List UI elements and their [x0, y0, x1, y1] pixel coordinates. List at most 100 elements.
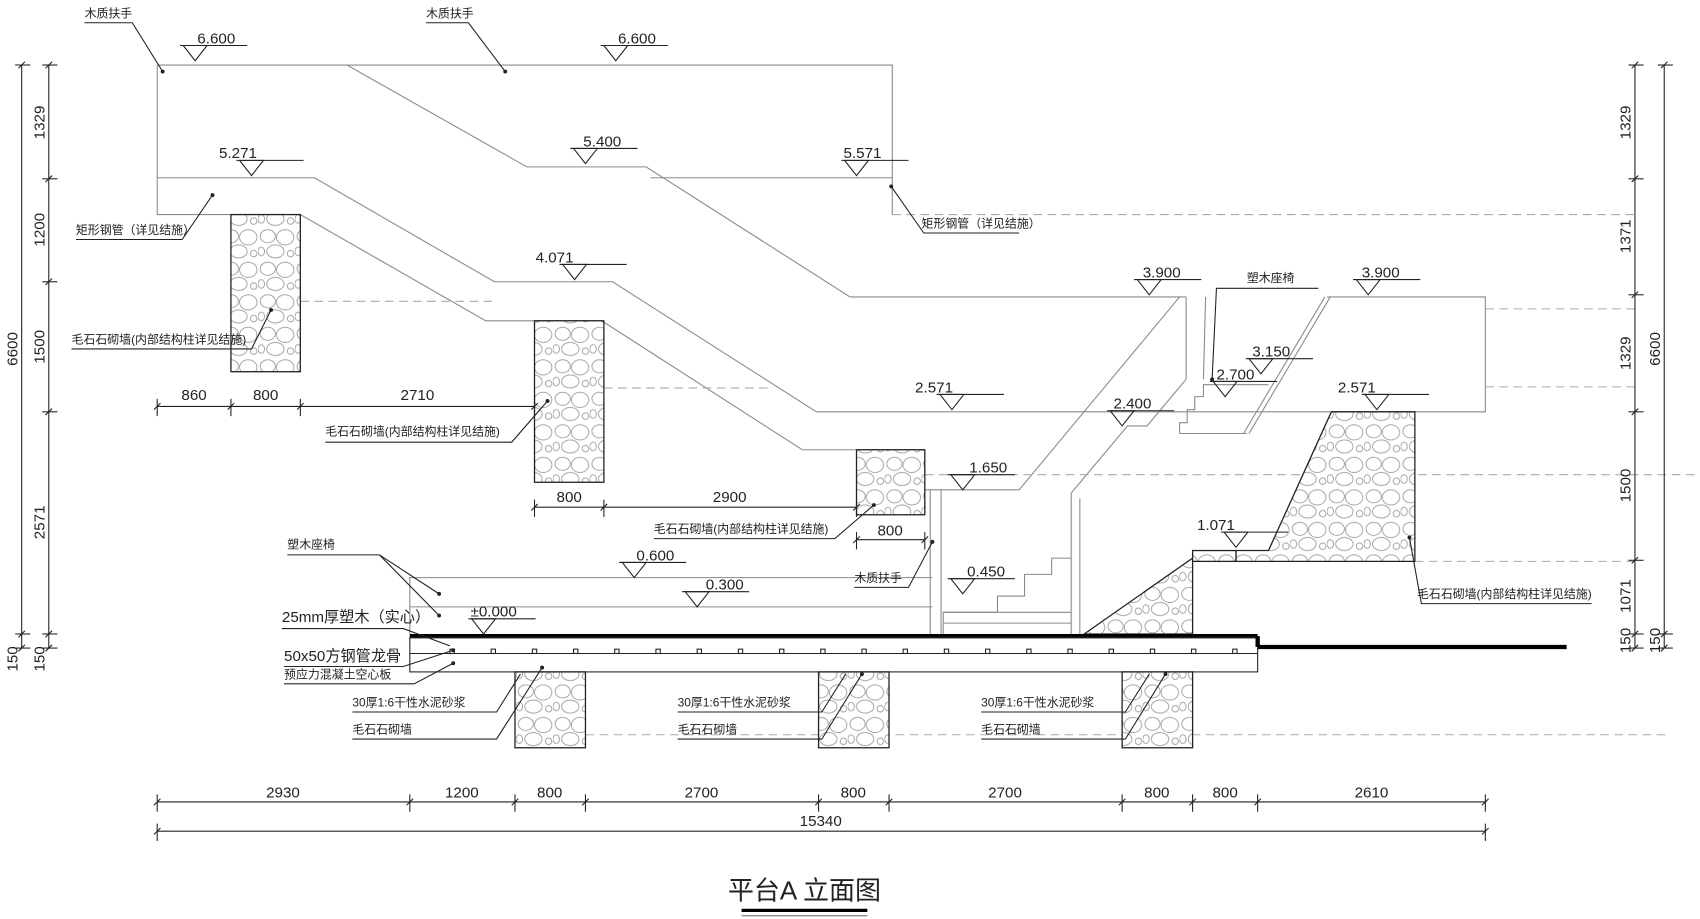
dim-tick — [1631, 175, 1639, 183]
elevation-triangle-icon — [182, 44, 209, 62]
elevation-triangle-icon — [1222, 531, 1250, 549]
dim-tick — [885, 798, 893, 806]
dim-tick — [921, 536, 929, 544]
joist-section — [655, 648, 661, 655]
dim-tick — [1118, 798, 1126, 806]
note-rubble-wall: 毛石石砌墙(内部结构柱详见结施) — [325, 425, 500, 439]
stone-pillar — [855, 449, 926, 516]
dim-tick — [45, 278, 53, 286]
dim-total-label: 6600 — [1647, 332, 1664, 366]
joist-section — [984, 648, 991, 655]
elevation-triangle-icon — [949, 578, 976, 595]
dim-label: 2930 — [266, 785, 300, 802]
elevation-triangle-icon — [843, 159, 870, 177]
dim-tick — [1631, 408, 1639, 416]
dim-tick — [45, 61, 53, 69]
elevation-label: 3.900 — [1143, 264, 1181, 281]
rubble-stone-walls — [230, 213, 1416, 749]
elevation-label: 3.150 — [1252, 344, 1290, 361]
drawing-title: 平台A 立面图 — [728, 875, 881, 917]
dim-label: 1200 — [31, 213, 48, 247]
joist-section — [902, 648, 909, 655]
note-steel-joist: 50x50方钢管龙骨 — [284, 648, 401, 665]
dim-label: 1329 — [1618, 336, 1635, 370]
dim-label: 2710 — [401, 387, 435, 404]
elevation-mark: 6.600 — [179, 30, 248, 62]
note-rubble-wall: 毛石石砌墙 — [352, 723, 412, 737]
elevation-mark: 5.571 — [841, 145, 909, 177]
dim-label: 800 — [253, 387, 278, 404]
elevation-triangle-icon — [1136, 279, 1163, 296]
dim-tick — [45, 630, 53, 638]
stone-footing — [1121, 671, 1194, 749]
dim-tick — [852, 503, 861, 511]
stone-slope-wall — [1082, 556, 1194, 635]
dim-label: 1500 — [31, 330, 48, 364]
note-wood-handrail: 木质扶手 — [85, 6, 133, 20]
joist-section — [1026, 648, 1032, 655]
annotations: 木质扶手 木质扶手 矩形钢管（详见结施） 矩形钢管（详见结施） 毛石石砌墙(内部… — [72, 6, 1592, 740]
dim-label: 150 — [1618, 628, 1635, 653]
dim-label: 800 — [1144, 785, 1169, 802]
note-rubble-wall: 毛石石砌墙(内部结构柱详见结施) — [72, 333, 247, 347]
dim-label: 2610 — [1355, 785, 1389, 802]
dim-label: 150 — [31, 646, 48, 671]
elevation-label: 6.600 — [618, 30, 656, 47]
elevation-mark: 6.600 — [600, 30, 668, 62]
dim-label: 2700 — [988, 785, 1022, 802]
note-wpc-bench: 塑木座椅 — [1247, 271, 1295, 285]
dim-tick — [1660, 644, 1668, 652]
elevation-label: 3.900 — [1362, 264, 1400, 281]
stone-cap — [1191, 549, 1237, 563]
dim-tick — [153, 402, 161, 411]
joist-section — [1067, 648, 1073, 655]
stairs — [942, 384, 1269, 634]
elevation-triangle-icon — [938, 393, 965, 411]
elevation-triangle-icon — [621, 561, 648, 579]
elevation-triangle-icon — [238, 159, 265, 177]
note-wpc-25mm: 25mm厚塑木（实心） — [282, 609, 430, 626]
elevation-label: 1.071 — [1197, 517, 1235, 534]
dim-label: 800 — [841, 785, 866, 802]
dim-tick — [296, 402, 304, 411]
dim-tick — [852, 536, 861, 544]
note-mortar: 30厚1:6干性水泥砂浆 — [981, 696, 1094, 710]
dim-label: 2571 — [31, 506, 48, 540]
elevation-triangle-icon — [684, 591, 711, 608]
joist-section — [820, 648, 826, 655]
elevation-mark: 3.900 — [1134, 264, 1202, 296]
title-text: 平台A 立面图 — [728, 875, 881, 905]
left-dimensions: 1329 1200 1500 2571 150 150 6600 — [4, 61, 58, 672]
note-rubble-wall: 毛石石砌墙(内部结构柱详见结施) — [654, 522, 829, 536]
joist-section — [861, 648, 867, 655]
elevation-triangle-icon — [572, 147, 599, 165]
elevation-mark: 5.400 — [570, 133, 638, 165]
dim-tick — [45, 175, 53, 183]
elevation-label: 2.400 — [1113, 396, 1151, 413]
elevation-mark: 4.071 — [536, 249, 627, 281]
dim-tick — [1631, 630, 1639, 638]
joist-section — [737, 648, 744, 655]
dim-label: 150 — [1647, 628, 1664, 653]
elevation-label: 6.600 — [197, 30, 235, 47]
dim-label: 1500 — [1618, 469, 1635, 503]
elevation-triangle-icon — [1212, 380, 1239, 398]
elevation-mark: 1.071 — [1197, 517, 1289, 549]
dim-label: 1329 — [31, 106, 48, 140]
elevation-label: 5.571 — [843, 145, 881, 162]
elevation-label: 2.571 — [915, 379, 953, 396]
note-wood-handrail: 木质扶手 — [854, 571, 902, 585]
dim-tick — [1631, 61, 1639, 69]
dim-tick — [581, 798, 590, 806]
elevation-triangle-icon — [1109, 410, 1136, 427]
elevation-mark: 3.900 — [1353, 264, 1421, 296]
dim-tick — [1481, 827, 1489, 835]
joist-section — [572, 648, 579, 655]
dim-tick — [18, 630, 26, 638]
elevation-mark: 5.271 — [219, 145, 304, 177]
note-mortar: 30厚1:6干性水泥砂浆 — [352, 696, 465, 710]
joist-section — [696, 648, 703, 655]
elevation-mark: 2.571 — [915, 379, 1004, 411]
dim-tick — [227, 402, 235, 411]
